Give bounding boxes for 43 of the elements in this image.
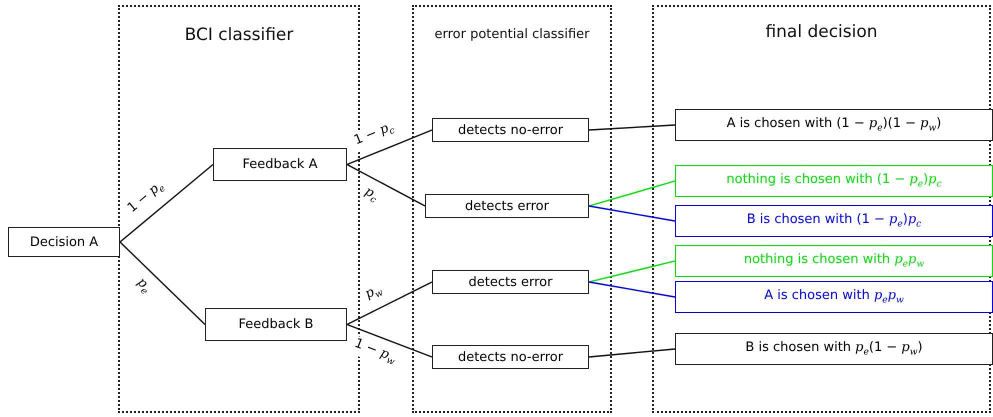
- process-box: [8, 227, 120, 257]
- node-label: Feedback B: [238, 317, 314, 332]
- outcome-box: [675, 165, 993, 197]
- outcome-text: B is chosen with p$_{e}$(1 − p$_{w}$): [745, 340, 923, 358]
- column-heading: final decision: [764, 22, 879, 42]
- outcome-text: B is chosen with (1 − p$_{e}$)p$_{c}$: [746, 212, 922, 230]
- process-box: [432, 118, 589, 142]
- branch-line: [588, 281, 676, 298]
- column-heading: error potential classifier: [434, 27, 590, 42]
- branch-line: [120, 242, 206, 325]
- branch-line: [346, 281, 432, 326]
- outcome-text: A is chosen with (1 − p$_{e}$)(1 − p$_{w}$): [726, 116, 942, 134]
- branch-line: [588, 180, 676, 207]
- node-label: detects error: [468, 274, 552, 290]
- outcome-box: [675, 109, 993, 141]
- branch-line: [346, 129, 432, 166]
- outcome-box: [675, 281, 993, 313]
- outcome-box: [675, 333, 993, 365]
- node-label: Feedback A: [242, 157, 318, 172]
- outcome-box: [675, 245, 993, 277]
- branch-line: [120, 164, 214, 243]
- outcome-text: nothing is chosen with (1 − p$_{e}$)p$_{c}$: [726, 172, 942, 190]
- branch-line: [588, 348, 676, 358]
- column-panel: [652, 5, 991, 413]
- node-label: detects no-error: [458, 350, 564, 364]
- outcome-box: [675, 205, 993, 237]
- node-label: detects no-error: [458, 122, 564, 138]
- branch-line: [346, 164, 426, 207]
- process-box: [432, 345, 589, 369]
- branch-line: [588, 205, 676, 222]
- column-panel: [412, 5, 612, 413]
- branch-line: [588, 124, 676, 131]
- outcome-text: nothing is chosen with p$_{e}$p$_{w}$: [744, 252, 924, 270]
- outcome-text: A is chosen with p$_{e}$p$_{w}$: [764, 288, 904, 306]
- column-heading: BCI classifier: [184, 25, 294, 45]
- branch-line: [588, 260, 676, 283]
- process-box: [425, 194, 589, 218]
- process-box: [213, 148, 347, 181]
- node-label: Decision A: [30, 234, 98, 250]
- branch-line: [346, 324, 432, 358]
- process-box: [205, 308, 347, 341]
- node-label: detects error: [465, 198, 549, 214]
- process-box: [432, 270, 589, 294]
